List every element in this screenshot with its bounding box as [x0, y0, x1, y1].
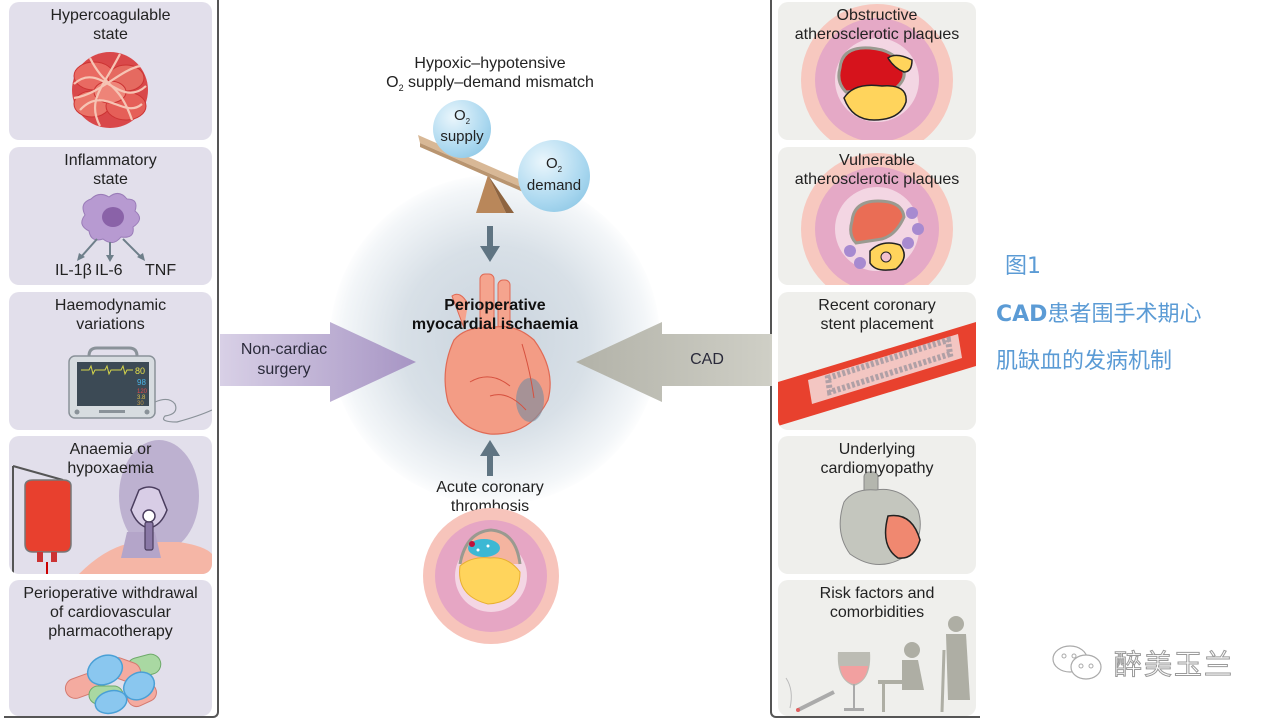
- monitor-reading-hr: 80: [135, 366, 145, 376]
- pills-icon: [64, 653, 162, 715]
- panel-title: Recent coronary stent placement: [818, 297, 936, 333]
- panel-hypercoagulable-state: Hypercoagulable state: [9, 2, 212, 140]
- panel-title: Risk factors and comorbidities: [819, 585, 935, 621]
- caption-line2: 肌缺血的发病机制: [996, 349, 1173, 374]
- cytokine-il1b: IL-1β: [55, 262, 92, 279]
- non-cardiac-surgery-arrow: [220, 322, 416, 402]
- o2-demand-label: demand: [526, 177, 582, 194]
- cytokine-tnf: TNF: [145, 262, 176, 279]
- cad-label: CAD: [690, 351, 724, 368]
- thrombosis-artery-icon: [423, 508, 559, 644]
- main-title-line2: myocardial ischaemia: [411, 316, 579, 333]
- stent-artery-icon: [778, 322, 976, 426]
- panel-cardiomyopathy: Underlying cardiomyopathy: [778, 436, 976, 574]
- arrow-down-icon: [480, 226, 500, 262]
- monitor-reading-4: 30: [137, 401, 144, 407]
- monitor-reading-bp: 120: [137, 389, 148, 395]
- patient-monitor-icon: 80 98 120 3.8 30: [68, 346, 212, 423]
- panel-title: Haemodynamic variations: [54, 297, 167, 333]
- main-title: Perioperative myocardial ischaemia: [385, 296, 605, 334]
- panel-withdrawal-pharmacotherapy: Perioperative withdrawal of cardiovascul…: [9, 580, 212, 716]
- obstructive-plaque-icon: [801, 4, 953, 140]
- watermark-text: 醉美玉兰: [1113, 648, 1235, 682]
- panel-title: Underlying cardiomyopathy: [820, 441, 934, 477]
- figure-label: 图1: [1005, 254, 1041, 279]
- left-bracket: [4, 0, 219, 718]
- arrow-up-icon: [480, 440, 500, 476]
- panel-inflammatory-state: Inflammatory state IL-1β IL-6 TNF: [9, 147, 212, 285]
- vulnerable-plaque-icon: [801, 153, 953, 285]
- monitor-reading-3: 3.8: [137, 395, 146, 401]
- o2-supply-label: supply: [440, 128, 484, 145]
- mismatch-label-line2: O2 supply–demand mismatch: [386, 74, 594, 94]
- main-title-line1: Perioperative: [444, 297, 546, 314]
- non-cardiac-surgery-label: Non-cardiac surgery: [240, 341, 328, 378]
- panel-title: Anaemia or hypoxaemia: [67, 441, 154, 477]
- panel-title: Inflammatory state: [64, 152, 157, 188]
- caption-line1: CAD患者围手术期心: [996, 302, 1202, 327]
- panel-haemodynamic-variations: Haemodynamic variations 80 98 120 3.8 30: [9, 292, 212, 430]
- wechat-icon: [1052, 645, 1102, 680]
- supply-demand-mismatch-label: Hypoxic–hypotensive O2 supply–demand mis…: [360, 54, 620, 98]
- panel-anaemia-hypoxaemia: Anaemia or hypoxaemia: [9, 436, 212, 574]
- panel-stent-placement: Recent coronary stent placement: [778, 292, 976, 430]
- blood-clot-icon: [72, 52, 148, 128]
- risk-factors-icon: [785, 616, 970, 713]
- panel-title: Obstructive atherosclerotic plaques: [794, 7, 960, 43]
- mismatch-label-line1: Hypoxic–hypotensive: [414, 55, 566, 72]
- cad-arrow: [576, 322, 772, 402]
- blood-bag-oxygen-mask-icon: [12, 440, 212, 574]
- panel-title: Perioperative withdrawal of cardiovascul…: [23, 585, 198, 640]
- panel-title: Vulnerable atherosclerotic plaques: [794, 152, 960, 188]
- watermark: 醉美玉兰: [1050, 643, 1234, 683]
- o2-demand-ball: O2 demand: [518, 140, 590, 212]
- cytokine-il6: IL-6: [95, 262, 123, 279]
- heart-icon: [444, 273, 551, 435]
- macrophage-icon: IL-1β IL-6 TNF: [55, 193, 176, 279]
- panel-risk-factors: Risk factors and comorbidities: [778, 580, 976, 716]
- panel-title: Hypercoagulable state: [50, 7, 171, 43]
- panel-obstructive-plaques: Obstructive atherosclerotic plaques: [778, 2, 976, 140]
- o2-supply-ball: O2 supply: [433, 100, 491, 158]
- panel-vulnerable-plaques: Vulnerable atherosclerotic plaques: [778, 147, 976, 285]
- cardiomyopathy-heart-icon: [839, 471, 921, 565]
- monitor-reading-spo2: 98: [137, 378, 146, 387]
